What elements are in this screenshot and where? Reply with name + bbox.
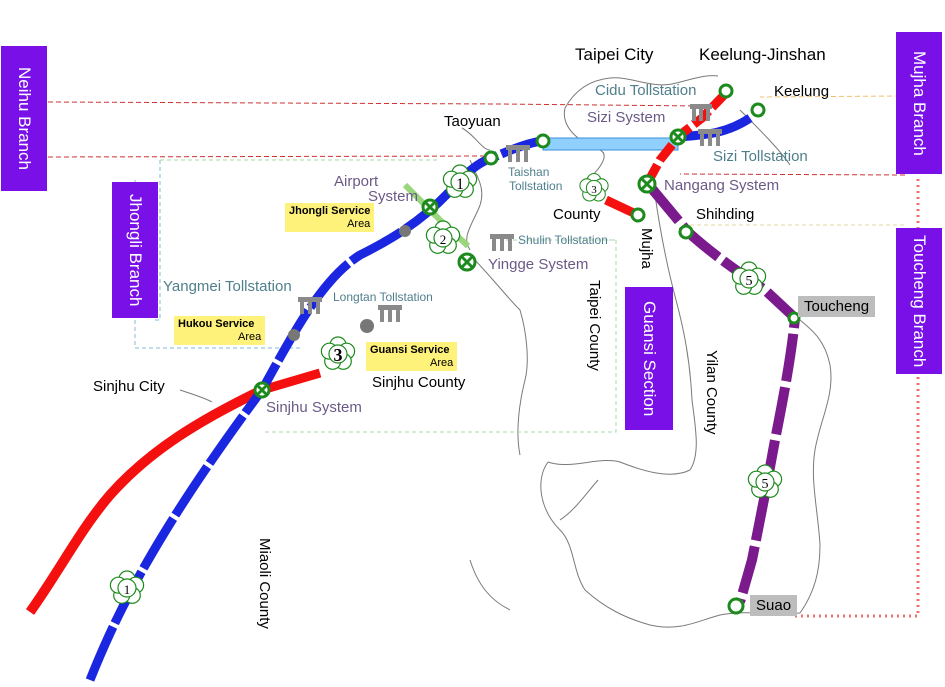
marker-number: 5 (746, 274, 753, 289)
guansi-service-line1: Guansi Service (370, 344, 450, 356)
label-mujha: Mujha (638, 228, 655, 269)
label-yilan-county: Yilan County (703, 350, 720, 435)
system-interchanges (253, 128, 687, 399)
label-miaoli-county: Miaoli County (256, 538, 273, 629)
marker-number: 1 (124, 582, 131, 597)
marker-number: 1 (456, 176, 464, 193)
mujha-branch-label: Mujha Branch (910, 50, 929, 156)
toucheng-label: Toucheng (798, 296, 876, 317)
guansi-section-label: Guansi Section (640, 300, 659, 417)
hukou-service-area: Hukou Service Area (174, 316, 266, 346)
marker-number: 5 (762, 477, 769, 492)
label-keelung: Keelung (774, 83, 830, 100)
label-yangmei-tollstation: Yangmei Tollstation (163, 278, 292, 295)
label-sizi-system: Sizi System (587, 109, 666, 126)
red-route-guansi (260, 368, 322, 395)
marker-number: 3 (591, 184, 597, 196)
interchange-nodes (483, 83, 801, 615)
guansi-service-area: Guansi Service Area (366, 342, 458, 372)
guansi-section-box: Guansi Section (625, 287, 673, 430)
mujha-branch-box: Mujha Branch (896, 32, 942, 174)
label-taoyuan: Taoyuan (444, 113, 501, 130)
red-route-west (25, 385, 265, 615)
neihu-branch-box: Neihu Branch (1, 46, 47, 191)
hukou-service-line1: Hukou Service (178, 318, 255, 330)
guansi-service-line2: Area (430, 356, 454, 369)
label-longtan-tollstation: Longtan Tollstation (333, 290, 433, 304)
toucheng-branch-box: Toucheng Branch (896, 228, 942, 374)
label-keelung-jinshan: Keelung-Jinshan (699, 45, 826, 64)
hukou-service-line2: Area (238, 330, 262, 343)
toucheng-branch-label: Toucheng Branch (910, 234, 929, 368)
label-cidu-tollstation: Cidu Tollstation (595, 82, 697, 99)
label-nangang-system: Nangang System (664, 177, 780, 194)
marker-number: 2 (440, 232, 447, 247)
label-shihding: Shihding (696, 206, 755, 223)
label-airport-1: Airport (334, 173, 379, 190)
marker-number: 3 (334, 345, 343, 365)
label-taishan-1: Taishan (508, 165, 550, 179)
purple-route-5 (644, 180, 801, 604)
label-taishan-2: Tollstation (509, 179, 563, 193)
light-blue-route (542, 137, 679, 151)
label-sizi-tollstation: Sizi Tollstation (713, 148, 808, 165)
label-airport-2: System (368, 188, 419, 205)
label-yingge-system: Yingge System (488, 256, 589, 273)
label-sinjhu-system: Sinjhu System (266, 399, 362, 416)
label-sinjhu-county: Sinjhu County (372, 374, 466, 391)
dashed-red-lines (47, 95, 906, 176)
jhongli-branch-label: Jhongli Branch (126, 193, 145, 307)
label-sinjhu-city: Sinjhu City (93, 378, 165, 395)
jhongli-service-line1: Jhongli Service (289, 205, 371, 217)
label-taipei-county: Taipei County (586, 280, 603, 371)
label-shulin-tollstation: Shulin Tollstation (518, 233, 608, 247)
jhongli-service-area: Jhongli Service Area (285, 203, 375, 233)
jhongli-service-line2: Area (347, 217, 371, 230)
label-taipei-city: Taipei City (575, 45, 654, 64)
label-county: County (553, 206, 601, 223)
jhongli-branch-box: Jhongli Branch (112, 182, 158, 318)
tollstation-icons (298, 104, 722, 322)
service-area-dots (288, 225, 411, 341)
route-marker-numbers: 1 2 3 1 3 5 5 (124, 176, 769, 597)
suao-label: Suao (750, 595, 798, 616)
neihu-branch-label: Neihu Branch (15, 66, 34, 170)
